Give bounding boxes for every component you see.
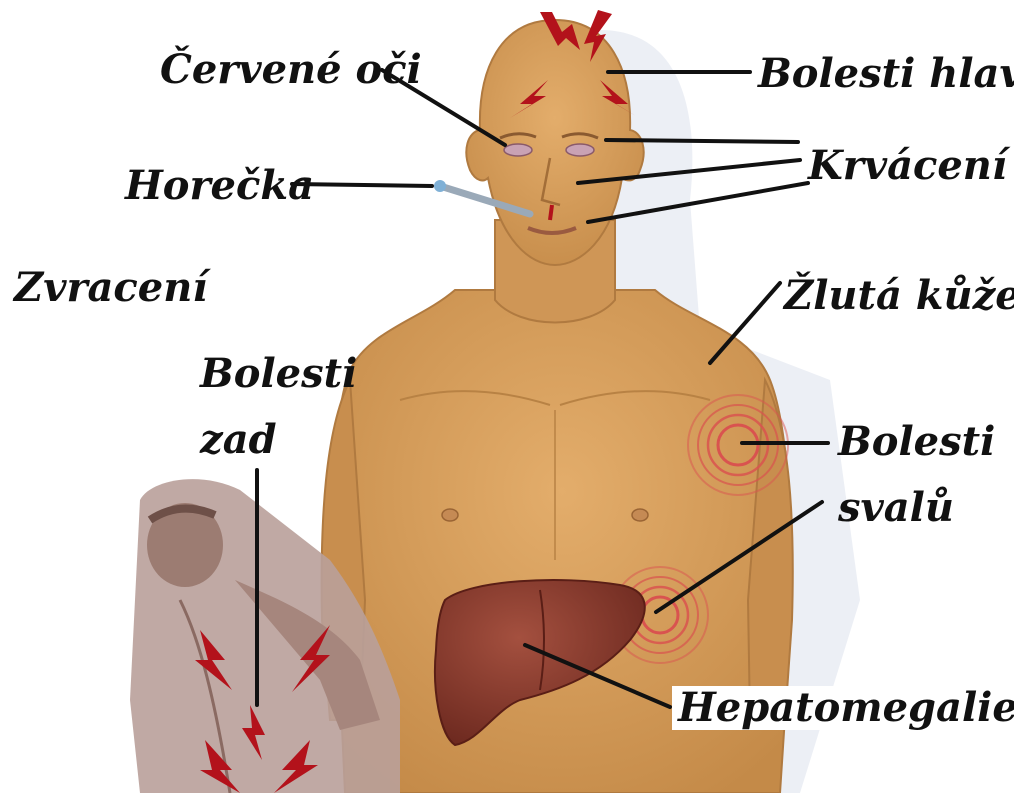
label-bleeding: Krvácení (808, 146, 1007, 186)
left-eye (504, 144, 532, 156)
label-back-pain-line2: zad (200, 420, 277, 460)
label-fever: Horečka (125, 166, 314, 206)
label-headache: Bolesti hlavy (752, 52, 1014, 96)
label-muscle-pain-line2: svalů (838, 488, 954, 528)
label-back-pain-line1: Bolesti (200, 354, 357, 394)
label-vomiting: Zvracení (14, 268, 208, 308)
label-yellow-skin: Žlutá kůže (784, 276, 1014, 316)
label-red-eyes: Červené oči (160, 50, 422, 90)
right-eye (566, 144, 594, 156)
label-muscle-pain-line1: Bolesti (838, 422, 995, 462)
label-hepatomegaly: Hepatomegalie (672, 686, 1014, 730)
